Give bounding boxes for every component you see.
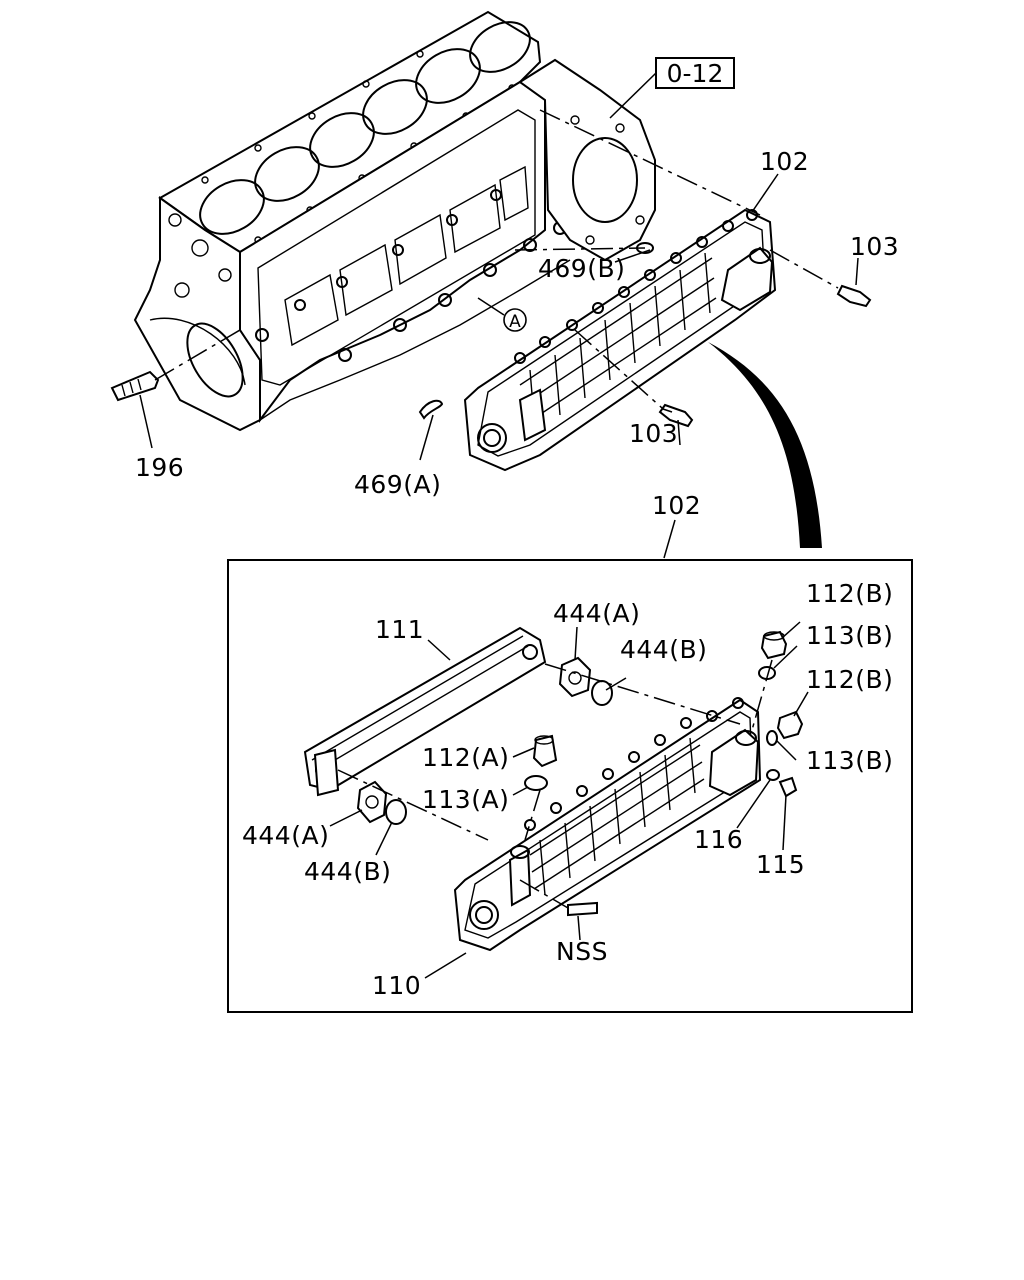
bolt-196 [110, 370, 160, 402]
label-469b: 469(B) [538, 254, 625, 283]
cooler-element-111 [303, 626, 547, 797]
label-103-mid: 103 [629, 419, 678, 448]
label-nss: NSS [556, 937, 608, 966]
oring-113a [524, 775, 548, 791]
gasket-469a [418, 399, 444, 420]
reference-box: 0-12 [609, 57, 735, 119]
label-112b-mid: 112(B) [806, 665, 893, 694]
label-115: 115 [756, 850, 805, 879]
center-lines [154, 109, 839, 409]
nut-115 [778, 776, 798, 798]
label-196: 196 [135, 453, 184, 482]
label-112a: 112(A) [422, 743, 509, 772]
oring-113b-mid [766, 730, 778, 746]
cooler-housing-110 [453, 697, 762, 952]
detail-box [227, 519, 913, 1013]
detail-center-lines [337, 659, 773, 909]
gasket-444a-bot [356, 780, 388, 824]
label-444a-top: 444(A) [553, 599, 640, 628]
detail-arrow [708, 342, 822, 548]
bolt-103-right [836, 284, 872, 308]
label-111: 111 [375, 615, 424, 644]
label-113b-top: 113(B) [806, 621, 893, 650]
label-110: 110 [372, 971, 421, 1000]
label-469a: 469(A) [354, 470, 441, 499]
label-102-detail: 102 [652, 491, 701, 520]
engine-block [133, 10, 656, 432]
label-444b-top: 444(B) [620, 635, 707, 664]
label-112b-top: 112(B) [806, 579, 893, 608]
label-116: 116 [694, 825, 743, 854]
marker-a-label: A [509, 312, 521, 332]
oil-cooler-assembly [463, 208, 777, 472]
label-plate-nss [567, 901, 598, 917]
label-113b-mid: 113(B) [806, 746, 893, 775]
marker-a: A [477, 297, 527, 332]
label-444b-bot: 444(B) [304, 857, 391, 886]
label-444a-bot: 444(A) [242, 821, 329, 850]
label-113a: 113(A) [422, 785, 509, 814]
callout-labels: 102 103 469(B) 103 196 469(A) 102 111 44… [135, 147, 899, 1000]
oring-444b-bot [385, 799, 407, 825]
washer-116 [766, 769, 780, 781]
leader-lines-detail [329, 621, 809, 979]
plug-112a [532, 734, 558, 768]
leader-lines-top [139, 173, 859, 461]
label-102-top: 102 [760, 147, 809, 176]
gasket-444a-top [558, 656, 592, 698]
plug-112b-top [760, 630, 788, 660]
label-103-right: 103 [850, 232, 899, 261]
reference-box-label: 0-12 [667, 59, 724, 88]
